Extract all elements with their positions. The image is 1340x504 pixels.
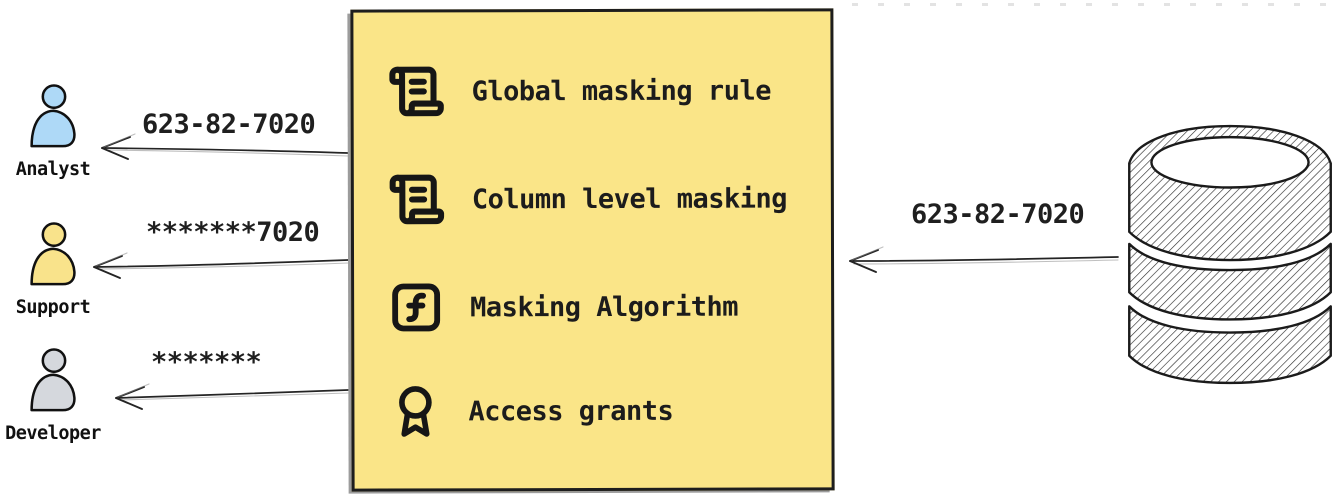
box-item-global-masking-rule: Global masking rule <box>388 62 772 121</box>
access-grants-label: Access grants <box>468 395 674 427</box>
arrow-database-to-box <box>849 246 1119 273</box>
person-developer: Developer <box>0 348 108 444</box>
analyst-person-icon <box>30 84 76 148</box>
database-value-label: 623-82-7020 <box>911 199 1085 230</box>
person-support: Support <box>0 222 108 318</box>
box-item-column-level-masking: Column level masking <box>388 169 787 228</box>
database-icon <box>1128 124 1332 385</box>
award-icon <box>399 386 432 437</box>
analyst-label: Analyst <box>15 159 91 180</box>
analyst-value-label: 623-82-7020 <box>142 109 316 140</box>
person-analyst: Analyst <box>0 84 108 180</box>
box-item-access-grants: Access grants <box>388 380 673 443</box>
arrow-box-to-developer <box>115 383 349 410</box>
global-masking-rule-label: Global masking rule <box>471 75 771 107</box>
support-value-label: *******7020 <box>146 217 320 248</box>
box-item-masking-algorithm: Masking Algorithm <box>388 278 738 337</box>
developer-label: Developer <box>5 423 101 444</box>
developer-person-icon <box>30 348 76 412</box>
masking-algorithm-label: Masking Algorithm <box>470 291 739 323</box>
scroll-text-icon <box>389 66 444 117</box>
support-person-icon <box>30 222 76 286</box>
developer-value-label: ******* <box>151 347 262 378</box>
scroll-text-icon <box>389 174 445 225</box>
support-label: Support <box>15 297 91 318</box>
column-level-masking-label: Column level masking <box>471 182 788 215</box>
arrow-box-to-support <box>93 252 349 279</box>
masking-rules-box: Global masking rule Column level masking… <box>350 8 835 492</box>
torn-edge-artifact <box>852 3 1340 6</box>
function-square-icon <box>392 283 441 332</box>
